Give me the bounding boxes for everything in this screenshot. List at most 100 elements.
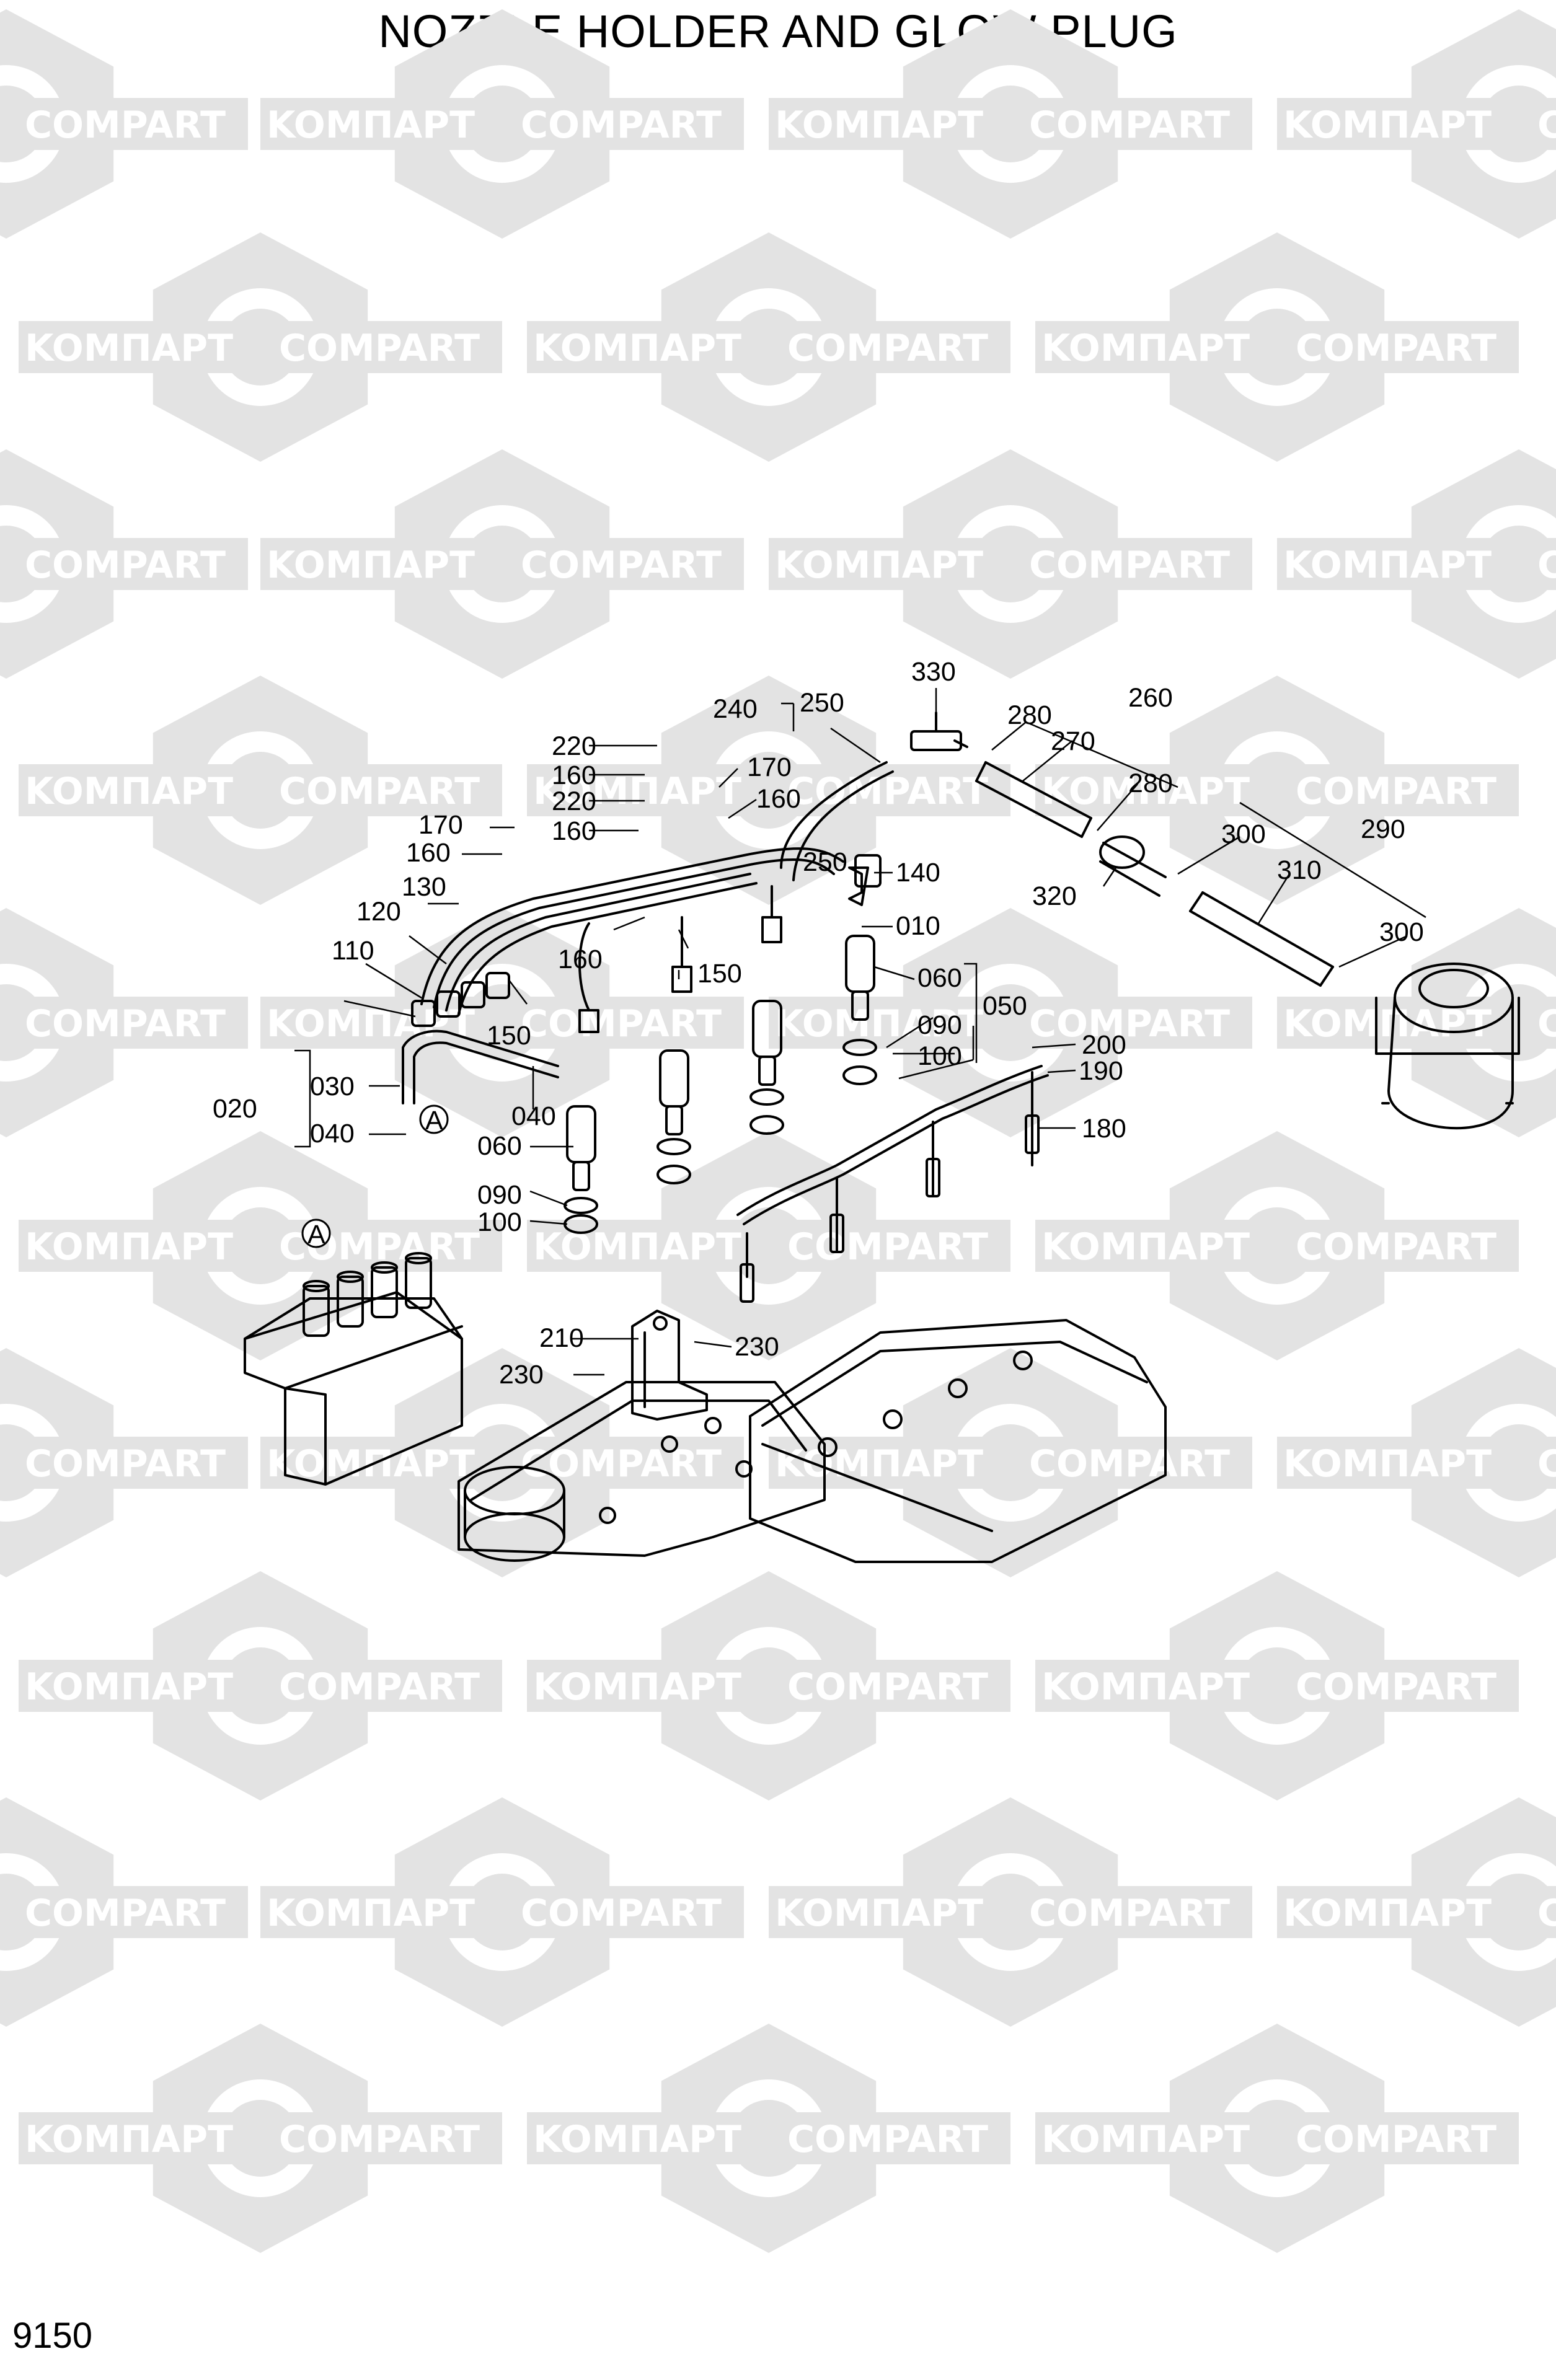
callout-330: 330 (911, 657, 956, 687)
watermark-tile: KOMПAPT COMPART (1277, 9, 1556, 239)
watermark-text-right: COMPART (787, 327, 988, 370)
watermark-text-right: COMPART (279, 770, 480, 813)
engine-illustration (244, 712, 1520, 1563)
callout-180: 180 (1082, 1114, 1126, 1144)
callout-220-mid: 220 (552, 787, 596, 816)
watermark-text-right: COMPART (1537, 104, 1556, 147)
callout-300-bottom: 300 (1379, 917, 1424, 947)
watermark-text-left: KOMПAPT (1041, 2118, 1250, 2161)
watermark-text-left: KOMПAPT (1283, 104, 1492, 147)
watermark-tile: KOMПAPT COMPART (527, 232, 1010, 462)
callout-300-top: 300 (1221, 819, 1266, 849)
callout-130: 130 (402, 872, 446, 902)
callout-010: 010 (896, 911, 940, 941)
watermark-text-right: COMPART (1029, 1002, 1230, 1046)
watermark-text-right: COMPART (1296, 2118, 1496, 2161)
callout-250-top: 250 (800, 688, 844, 718)
watermark-text-right: COMPART (25, 1002, 226, 1046)
watermark-text-right: COMPART (1537, 1002, 1556, 1046)
watermark-text-right: COMPART (521, 1892, 722, 1935)
watermark-text-left: KOMПAPT (533, 1225, 741, 1269)
callout-030: 030 (310, 1072, 355, 1101)
watermark-text-right: COMPART (1296, 1225, 1496, 1269)
watermark-text-left: KOMПAPT (775, 104, 983, 147)
watermark-text-left: KOMПAPT (775, 1442, 983, 1486)
watermark-text-right: COMPART (521, 544, 722, 587)
callout-120: 120 (356, 897, 401, 927)
watermark-tile: KOMПAPT COMPART (527, 2024, 1010, 2253)
watermark-text-right: COMPART (279, 327, 480, 370)
callout-110: 110 (332, 936, 374, 966)
watermark-text-right: COMPART (279, 2118, 480, 2161)
watermark-text-right: COMPART (1537, 1892, 1556, 1935)
watermark-text-left: KOMПAPT (533, 2118, 741, 2161)
callout-labels: 010 140 060 090 100 050 220 160 220 160 … (213, 657, 1424, 1390)
watermark-text-left: KOMПAPT (775, 1892, 983, 1935)
callout-040-right: 040 (511, 1101, 556, 1131)
watermark-text-left: KOMПAPT (1041, 327, 1250, 370)
callout-260: 260 (1128, 683, 1173, 713)
callout-150-left: 150 (487, 1021, 531, 1051)
watermark-tile: KOMПAPT COMPART (1035, 2024, 1519, 2253)
callout-290: 290 (1361, 814, 1405, 844)
reference-marker-a-top: A (419, 1104, 449, 1135)
reference-marker-a-pump: A (301, 1219, 331, 1250)
callout-100-left: 100 (477, 1207, 522, 1237)
watermark-text-left: KOMПAPT (25, 1225, 233, 1269)
watermark-text-right: COMPART (1029, 544, 1230, 587)
watermark-text-right: COMPART (521, 1442, 722, 1486)
callout-210: 210 (539, 1323, 584, 1353)
callout-160-right: 160 (756, 784, 801, 814)
leader-lines (294, 688, 1426, 1376)
svg-text:A: A (307, 1220, 325, 1250)
callout-190: 190 (1079, 1056, 1123, 1086)
watermark-text-right: COMPART (521, 1002, 722, 1046)
callout-100: 100 (917, 1041, 962, 1071)
callout-230-left: 230 (499, 1360, 544, 1390)
watermark-text-left: KOMПAPT (1041, 770, 1250, 813)
callout-310: 310 (1277, 855, 1322, 885)
watermark-text-left: KOMПAPT (267, 544, 475, 587)
watermark-text-right: COMPART (1537, 544, 1556, 587)
watermark-tile: KOMПAPT COMPART (769, 9, 1252, 239)
watermark-text-left: KOMПAPT (533, 770, 741, 813)
watermark-text-right: COMPART (25, 104, 226, 147)
callout-090: 090 (917, 1010, 962, 1040)
callout-160-left: 160 (406, 838, 451, 868)
watermark-text-left: KOMПAPT (1041, 1665, 1250, 1709)
watermark-tile: KOMПAPT COMPART (19, 2024, 502, 2253)
callout-230-right: 230 (735, 1332, 779, 1362)
callout-160-mid: 160 (552, 816, 596, 846)
callout-250-mid: 250 (803, 847, 847, 877)
watermark-text-right: COMPART (787, 2118, 988, 2161)
watermark-text-right: COMPART (25, 1442, 226, 1486)
callout-280-mid: 280 (1128, 769, 1173, 798)
callout-020: 020 (213, 1094, 257, 1124)
callout-040-left: 040 (310, 1119, 355, 1148)
watermark-text-left: KOMПAPT (533, 327, 741, 370)
watermark-text-left: KOMПAPT (25, 2118, 233, 2161)
watermark-text-right: COMPART (521, 104, 722, 147)
watermark-text-right: COMPART (1029, 104, 1230, 147)
callout-060: 060 (917, 963, 962, 993)
callout-160-top: 160 (552, 760, 596, 790)
